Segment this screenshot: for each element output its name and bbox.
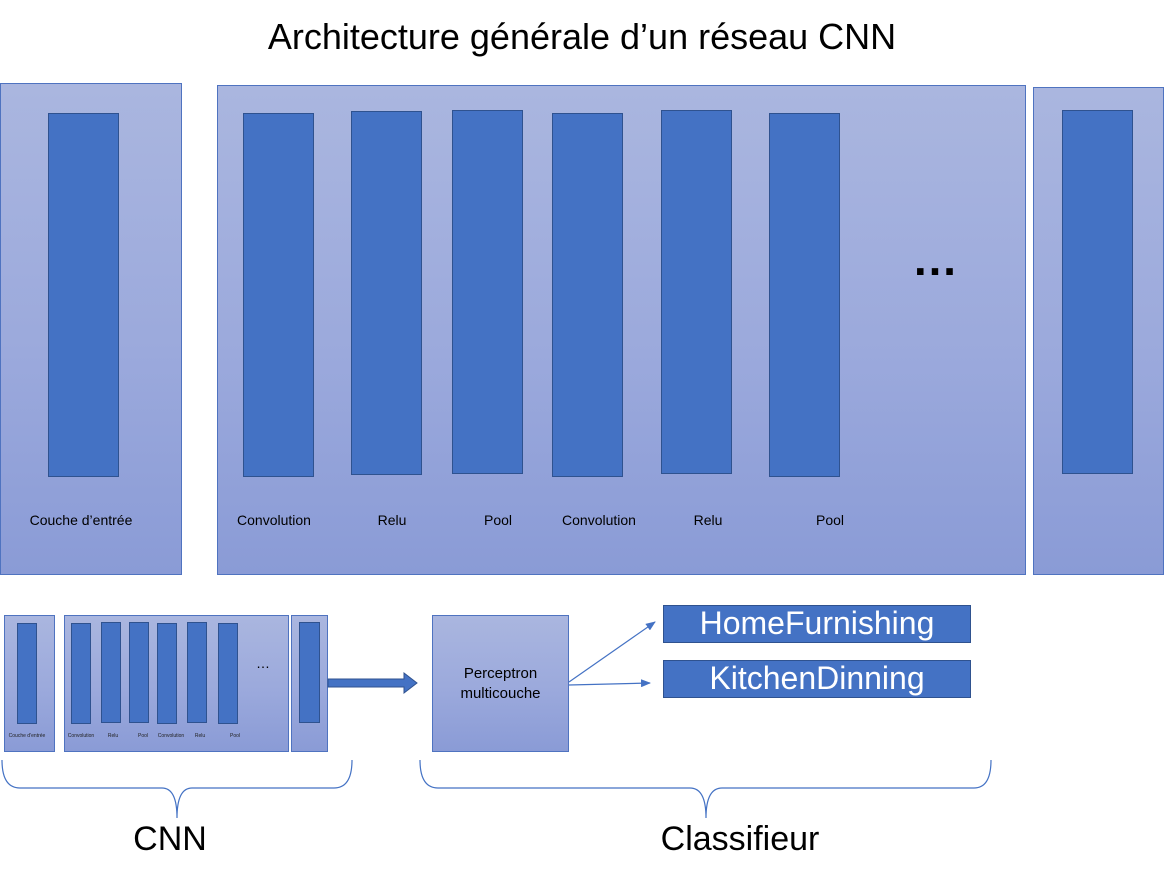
mini-relu-2-label: Relu	[194, 733, 206, 739]
mini-ellipsis-marker: …	[256, 655, 270, 671]
pool-layer-1-bar	[452, 110, 523, 474]
convolution-2-label: Convolution	[562, 512, 636, 528]
mlp-label: Perceptron multicouche	[460, 665, 541, 702]
ellipsis-marker: …	[912, 233, 958, 285]
cnn-to-mlp-arrow	[327, 671, 418, 695]
input-layer-bar	[48, 113, 119, 477]
class-homefurnishing-box: HomeFurnishing	[663, 605, 971, 643]
relu-layer-2-bar	[661, 110, 732, 474]
mini-convolution-1-bar	[71, 623, 91, 724]
mini-relu-1-bar	[101, 622, 121, 723]
mini-input-label: Couche d’entrée	[8, 733, 46, 739]
mini-convolution-2-label: Convolution	[157, 733, 185, 739]
mini-relu-1-label: Relu	[107, 733, 119, 739]
pool-layer-2-bar	[769, 113, 840, 477]
mini-output-bar	[299, 622, 320, 723]
mini-pool-1-bar	[129, 622, 149, 723]
input-layer-label: Couche d’entrée	[29, 512, 133, 528]
convolution-layer-1-bar	[243, 113, 314, 477]
mlp-box	[432, 615, 569, 752]
mini-pool-2-bar	[218, 623, 238, 724]
relu-layer-1-bar	[351, 111, 422, 475]
classifier-bracket-label: Classifieur	[660, 820, 820, 858]
mini-pool-2-label: Pool	[229, 733, 240, 739]
mini-convolution-2-bar	[157, 623, 177, 724]
mlp-to-kitchendinning-arrow	[568, 679, 651, 688]
classifier-bracket	[419, 759, 992, 819]
mini-input-bar	[17, 623, 37, 724]
relu-1-label: Relu	[377, 512, 407, 528]
convolution-1-label: Convolution	[237, 512, 311, 528]
pool-1-label: Pool	[483, 512, 513, 528]
pool-2-label: Pool	[815, 512, 845, 528]
mini-relu-2-bar	[187, 622, 207, 723]
convolution-layer-2-bar	[552, 113, 623, 477]
mlp-to-homefurnishing-arrow	[568, 621, 656, 683]
diagram-title: Architecture générale d’un réseau CNN	[267, 16, 897, 57]
cnn-bracket	[1, 759, 353, 819]
output-layer-bar	[1062, 110, 1133, 474]
class-kitchendinning-box: KitchenDinning	[663, 660, 971, 698]
mini-convolution-1-label: Convolution	[67, 733, 95, 739]
cnn-bracket-label: CNN	[133, 820, 207, 858]
relu-2-label: Relu	[693, 512, 723, 528]
mini-pool-1-label: Pool	[137, 733, 148, 739]
